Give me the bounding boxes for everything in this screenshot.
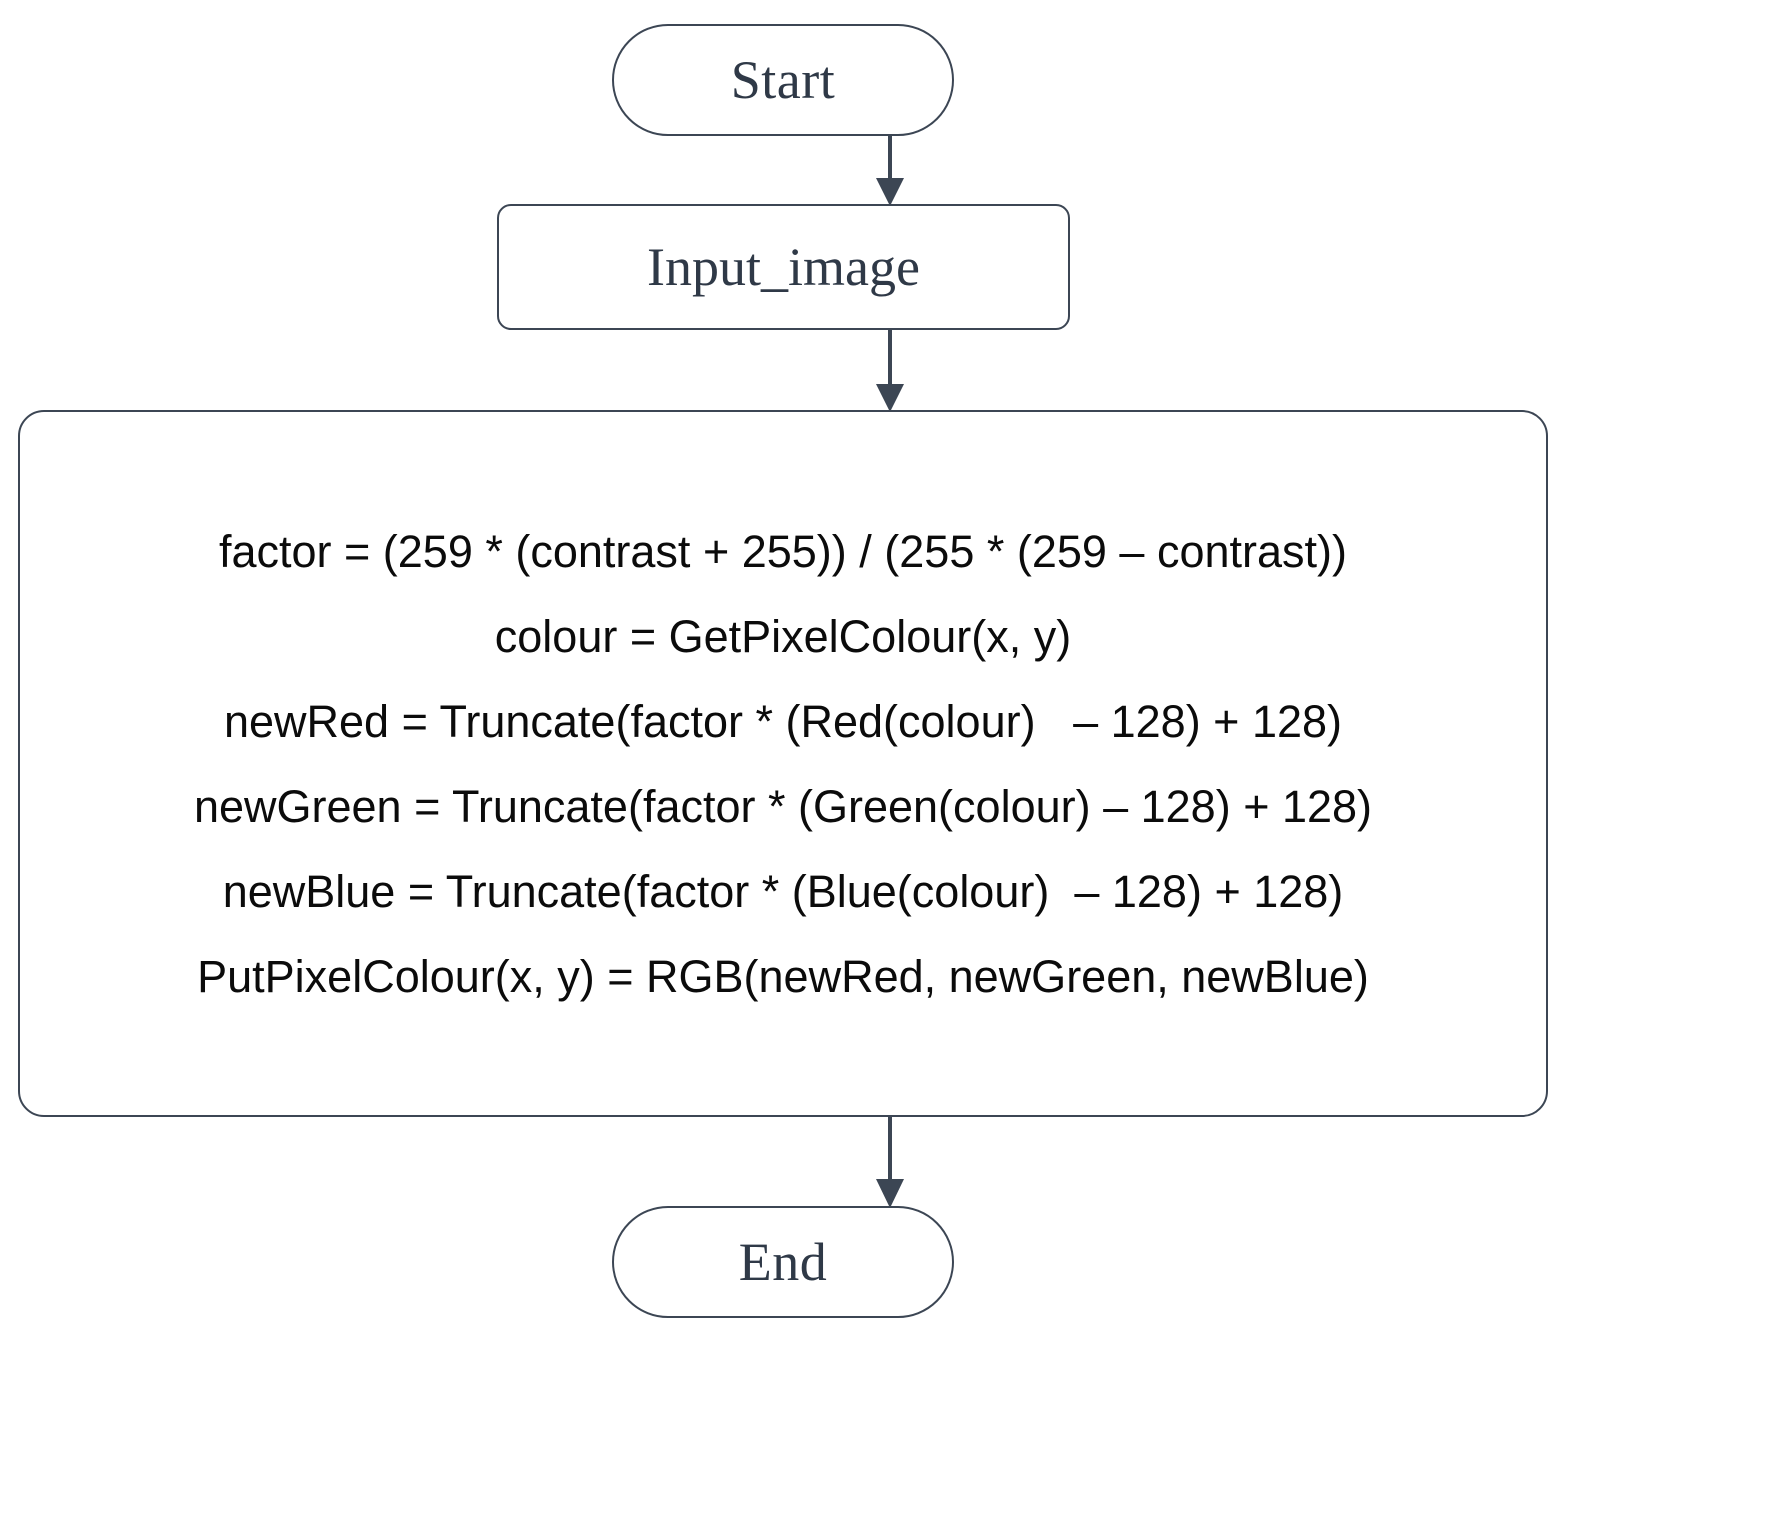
connector-process-to-end — [870, 1115, 910, 1210]
process-line-newgreen: newGreen = Truncate(factor * (Green(colo… — [193, 780, 1373, 832]
process-line-newblue: newBlue = Truncate(factor * (Blue(colour… — [222, 865, 1344, 917]
node-input-image-label: Input_image — [647, 237, 920, 297]
flowchart-node-process[interactable]: factor = (259 * (contrast + 255)) / (255… — [18, 410, 1548, 1117]
flowchart-node-input-image[interactable]: Input_image — [497, 204, 1070, 330]
node-end-label: End — [738, 1232, 828, 1292]
connector-start-to-input — [870, 134, 910, 208]
flowchart-node-start[interactable]: Start — [612, 24, 954, 136]
process-line-factor: factor = (259 * (contrast + 255)) / (255… — [218, 525, 1348, 577]
down-arrow-icon — [876, 1115, 904, 1208]
down-arrow-icon — [876, 328, 904, 412]
node-start-label: Start — [730, 50, 836, 110]
connector-input-to-process — [870, 328, 910, 414]
down-arrow-icon — [876, 134, 904, 206]
process-line-newred: newRed = Truncate(factor * (Red(colour) … — [223, 695, 1343, 747]
flowchart-node-end[interactable]: End — [612, 1206, 954, 1318]
process-line-putpixelcolour: PutPixelColour(x, y) = RGB(newRed, newGr… — [197, 950, 1369, 1002]
process-line-colour: colour = GetPixelColour(x, y) — [494, 610, 1072, 662]
